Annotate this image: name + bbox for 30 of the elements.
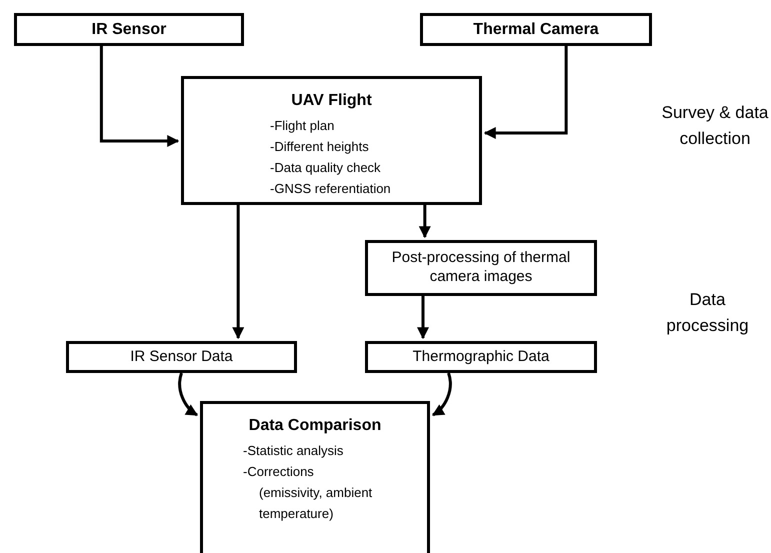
list-item: -Corrections [243,463,315,481]
process-box [66,341,297,373]
arrow [432,372,452,416]
arrow [418,205,431,238]
process-box [181,76,482,205]
box-title: IR Sensor [92,20,166,40]
arrow [484,46,568,139]
process-box [365,341,597,373]
process-box [420,13,652,46]
box-text: IR Sensor Data [129,348,234,366]
box-text: Post-processing of thermal camera images [390,249,572,287]
list-item: -Flight plan [270,117,336,135]
box-title: Thermal Camera [473,20,599,40]
arrow [178,372,198,416]
stage-label: Survey & data collection [660,102,770,150]
arrow [417,296,429,340]
process-box [365,240,597,296]
box-title: UAV Flight [291,91,372,111]
list-item: -Different heights [270,138,370,156]
list-item: -Statistic analysis [243,442,344,460]
box-title: Data Comparison [248,416,382,436]
stage-label: Data processing [665,289,750,337]
box-text: Thermographic Data [412,348,550,366]
list-item: -GNSS referentiation [270,180,392,198]
process-box [200,401,430,553]
list-item: (emissivity, ambient temperature) [259,484,374,523]
process-box [14,13,244,46]
list-item: -Data quality check [270,159,382,177]
arrow [100,46,180,147]
arrow [232,205,244,340]
